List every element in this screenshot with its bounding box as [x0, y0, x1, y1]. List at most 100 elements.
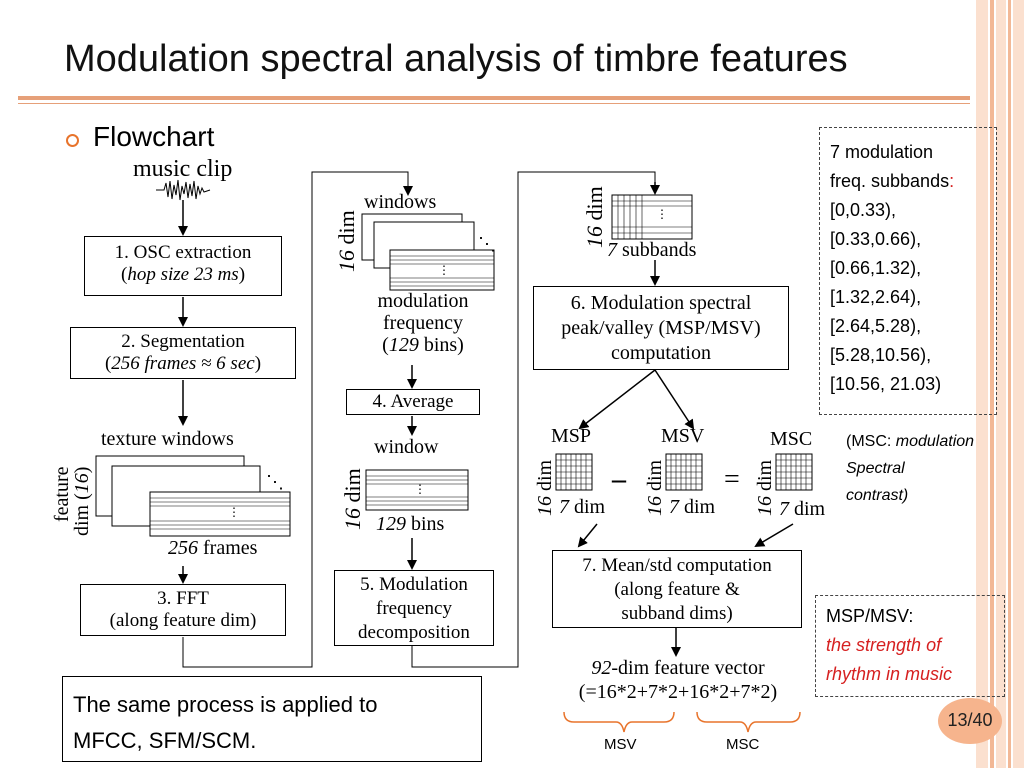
msc-label: MSC [770, 428, 813, 450]
step-7-mean-std: 7. Mean/std computation (along feature &… [552, 550, 802, 628]
step-5-line-c: decomposition [358, 622, 470, 643]
decor-stripe-3 [996, 0, 1006, 768]
step-1-title: 1. OSC extraction [114, 242, 252, 263]
step-6-line-b: peak/valley (MSP/MSV) [561, 317, 761, 339]
page-number-badge [938, 698, 1002, 744]
decor-stripe-4 [1008, 0, 1011, 768]
same-process-note: The same process is applied to MFCC, SFM… [62, 676, 482, 762]
texture-window-stack [95, 455, 291, 537]
subband-item: [5.28,10.56), [830, 345, 932, 365]
msp-msv-note-label: MSP/MSV: [826, 606, 914, 626]
slide-title: Modulation spectral analysis of timbre f… [64, 38, 848, 80]
windows-stack [361, 213, 495, 291]
ddots-texture: ⋱ [266, 472, 284, 492]
window-label: window [374, 436, 439, 458]
dim16-label-msc: 16 dim [754, 459, 776, 516]
mod-freq-line-b: frequency [383, 312, 463, 334]
frames-label: 256 frames [168, 537, 258, 559]
subband-item: [0.66,1.32), [830, 258, 922, 278]
step-1-osc-extraction: 1. OSC extraction (hop size 23 ms) [84, 236, 282, 296]
brace-msc-label: MSC [726, 736, 760, 753]
step-6-line-a: 6. Modulation spectral [570, 292, 752, 314]
brace-msv [563, 711, 675, 733]
step-7-line-b: (along feature & [614, 579, 740, 600]
feature-dim-label-a: feature [51, 466, 73, 522]
step-2-title: 2. Segmentation [121, 331, 245, 352]
bins-label: 129 bins [376, 513, 445, 535]
vdots-windows: ⋮ [438, 263, 450, 277]
step-1-detail: (hop size 23 ms) [120, 264, 246, 285]
equals-sign: = [724, 464, 740, 495]
feature-vector-line-a: 92-dim feature vector [591, 657, 765, 679]
msv-label: MSV [661, 425, 705, 447]
vdots-subbands: ⋮ [656, 207, 668, 221]
msc-note-line-3: contrast) [846, 487, 909, 504]
bullet-icon [66, 134, 79, 147]
dim16-label-msv: 16 dim [644, 459, 666, 516]
subband-item: [0,0.33), [830, 200, 897, 220]
decor-stripe-2 [990, 0, 994, 768]
msv-7dim: 7 dim [669, 496, 716, 518]
vdots-window: ⋮ [414, 482, 426, 496]
subbands-info-box: 7 modulation freq. subbands: [0,0.33), [… [819, 127, 997, 415]
texture-windows-label: texture windows [101, 428, 234, 450]
step-3-detail: (along feature dim) [109, 610, 257, 631]
step-4-average: 4. Average [346, 389, 480, 415]
msp-label: MSP [551, 425, 592, 447]
feature-vector-line-b: (=16*2+7*2+16*2+7*2) [578, 681, 778, 703]
feature-dim-label-b: dim (16) [71, 466, 93, 536]
vdots-texture: ⋮ [228, 505, 240, 519]
step-6-line-c: computation [611, 342, 711, 364]
step-7-line-c: subband dims) [621, 603, 733, 624]
windows-label: windows [364, 191, 437, 213]
decor-stripe-5 [1013, 0, 1024, 768]
msp-msv-note-line-1: the strength of [826, 635, 942, 655]
bullet-text: Flowchart [93, 121, 215, 152]
msc-note-line-1: (MSC: modulation [846, 433, 975, 450]
step-5-modulation-decomposition: 5. Modulation frequency decomposition [334, 570, 494, 646]
ddots-windows: ⋱ [478, 234, 496, 254]
waveform-icon [156, 179, 211, 201]
subband-item: [0.33,0.66), [830, 229, 922, 249]
step-6-msp-msv: 6. Modulation spectral peak/valley (MSP/… [533, 286, 789, 370]
minus-sign: – [612, 464, 626, 495]
subband-item: [2.64,5.28), [830, 316, 922, 336]
msv-grid [665, 453, 703, 491]
msp-msv-note-line-2: rhythm in music [826, 664, 953, 684]
subbands-line-1: 7 modulation [830, 142, 934, 162]
title-underline-thin [18, 103, 970, 104]
title-underline [18, 96, 970, 100]
subband-grid [611, 194, 693, 240]
dim16-label-window: 16 dim [340, 468, 365, 530]
mod-freq-line-c: (129 bins) [382, 334, 464, 356]
brace-msc [696, 711, 801, 733]
feature-vector-label: 92-dim feature vector (=16*2+7*2+16*2+7*… [540, 656, 816, 704]
same-process-line-1: The same process is applied to [73, 692, 378, 717]
subband-item: [1.32,2.64), [830, 287, 922, 307]
modulation-frequency-label: modulation frequency (129 bins) [350, 290, 496, 356]
msc-grid [775, 453, 813, 491]
msc-7dim: 7 dim [779, 498, 826, 520]
step-2-detail: (256 frames ≈ 6 sec) [104, 353, 262, 374]
brace-msv-label: MSV [604, 736, 637, 753]
msp-grid [555, 453, 593, 491]
subbands-line-2: freq. subbands: [830, 171, 955, 191]
step-3-fft: 3. FFT (along feature dim) [80, 584, 286, 636]
msp-7dim: 7 dim [559, 496, 606, 518]
music-clip-label: music clip [133, 156, 233, 182]
step-5-line-a: 5. Modulation [360, 574, 468, 595]
dim16-label-windows: 16 dim [334, 210, 359, 272]
msp-msv-note-box: MSP/MSV: the strength of rhythm in music [815, 595, 1005, 697]
mod-freq-line-a: modulation [377, 290, 469, 312]
dim16-label-msp: 16 dim [534, 459, 556, 516]
decor-stripe-1 [976, 0, 988, 768]
subband-item: [10.56, 21.03) [830, 374, 942, 394]
msc-note: (MSC: modulation Spectral contrast) [846, 428, 974, 509]
single-window [365, 469, 469, 511]
subbands-label: 7 subbands [607, 239, 697, 261]
step-7-line-a: 7. Mean/std computation [582, 555, 772, 576]
step-5-line-b: frequency [376, 598, 452, 619]
page-number: 13/40 [947, 710, 993, 730]
dim16-label-subbands: 16 dim [582, 186, 607, 248]
step-3-title: 3. FFT [157, 588, 209, 609]
